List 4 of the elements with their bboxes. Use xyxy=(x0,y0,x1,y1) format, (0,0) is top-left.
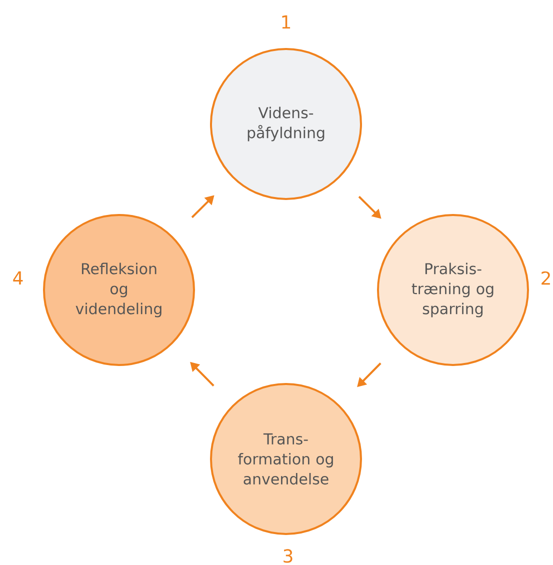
step-number: 3 xyxy=(284,549,292,563)
step-number: 2 xyxy=(542,271,550,285)
step-number: 4 xyxy=(13,271,23,285)
step-number: 1 xyxy=(282,15,290,29)
